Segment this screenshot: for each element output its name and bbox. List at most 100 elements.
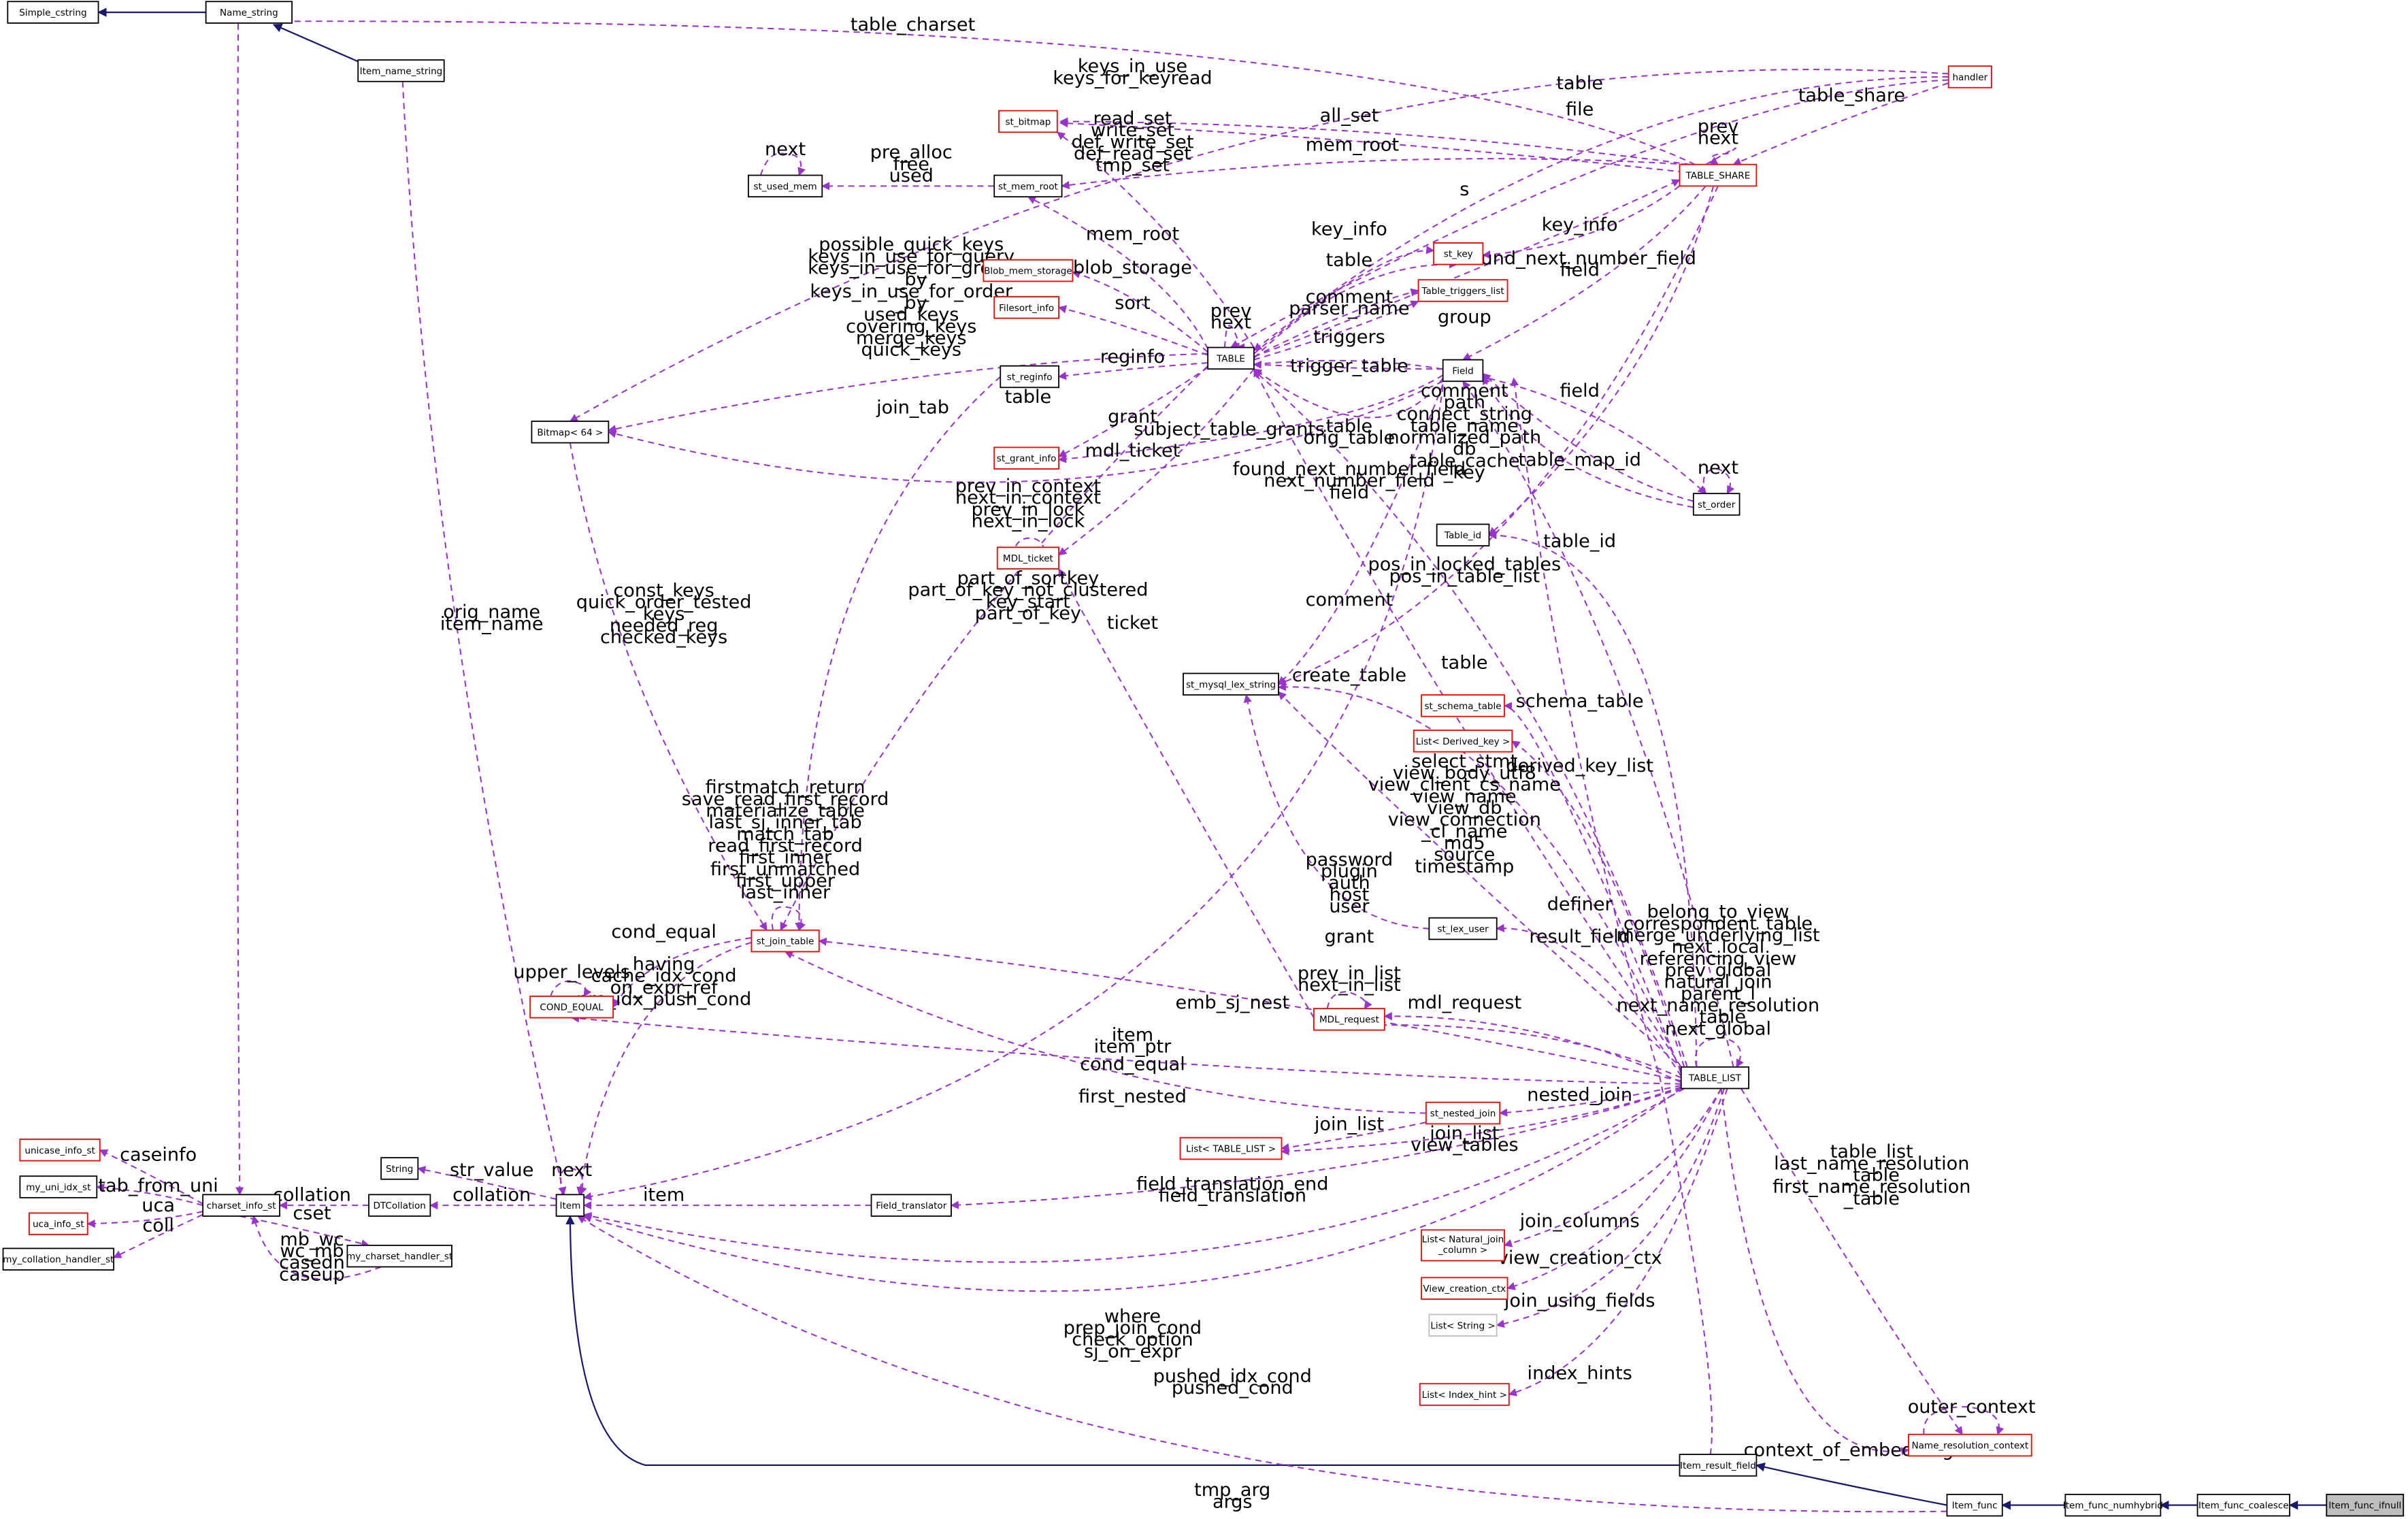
edge-label-line: read_set bbox=[1093, 108, 1172, 129]
member-edge bbox=[1506, 1088, 1722, 1290]
class-node-my-collation-handler-st[interactable]: my_collation_handler_st bbox=[2, 1247, 115, 1271]
edges-layer bbox=[86, 7, 2327, 1513]
edge-label-line: casedn bbox=[279, 1252, 345, 1273]
class-node-list-derived-key[interactable]: List< Derived_key > bbox=[1413, 730, 1513, 753]
class-node-uca-info-st[interactable]: uca_info_st bbox=[29, 1212, 88, 1235]
member-edge bbox=[1496, 924, 1682, 1077]
class-node-string[interactable]: String bbox=[380, 1157, 419, 1180]
edge-label-line: nested_join bbox=[1527, 1085, 1632, 1106]
edge-label-line: keys_in_use_for_group bbox=[808, 258, 1015, 279]
edge-label-line: having bbox=[633, 953, 695, 975]
class-node-mdl-ticket[interactable]: MDL_ticket bbox=[996, 546, 1059, 570]
class-node-field[interactable]: Field bbox=[1442, 359, 1484, 382]
edge-label-line: upper_levels bbox=[513, 962, 629, 983]
edge-label-triggers: triggers bbox=[1313, 327, 1385, 348]
class-node-list-table-list[interactable]: List< TABLE_LIST > bbox=[1179, 1137, 1283, 1160]
class-node-item-func-coalesce[interactable]: Item_func_coalesce bbox=[2196, 1493, 2291, 1517]
edge-label-line: comment bbox=[1306, 287, 1393, 308]
edge-label-join-columns: join_columns bbox=[1519, 1211, 1640, 1232]
class-node-bitmap64[interactable]: Bitmap< 64 > bbox=[531, 421, 610, 444]
class-node-mdl-request[interactable]: MDL_request bbox=[1313, 1008, 1385, 1031]
class-node-blob-mem-storage[interactable]: Blob_mem_storage bbox=[983, 259, 1074, 282]
class-node-charset-info-st[interactable]: charset_info_st bbox=[202, 1194, 280, 1217]
class-node-st-reginfo[interactable]: st_reginfo bbox=[1000, 365, 1059, 389]
edge-label-line: prev_in_list bbox=[1298, 963, 1401, 984]
class-node-st-mem-root[interactable]: st_mem_root bbox=[993, 174, 1063, 198]
edge-label-line: found_next_number_field bbox=[1463, 248, 1696, 270]
class-node-item-result-field[interactable]: Item_result_field bbox=[1679, 1454, 1758, 1477]
class-node-box bbox=[357, 59, 445, 82]
class-node-label: List< Natural_join_column > bbox=[1422, 1234, 1504, 1256]
class-node-list-index-hint[interactable]: List< Index_hint > bbox=[1419, 1383, 1510, 1406]
class-node-table-id[interactable]: Table_id bbox=[1436, 523, 1490, 546]
class-node-my-charset-handler-st[interactable]: my_charset_handler_st bbox=[346, 1244, 452, 1268]
class-node-item[interactable]: Item bbox=[555, 1194, 585, 1217]
class-node-filesort-info[interactable]: Filesort_info bbox=[993, 296, 1059, 319]
class-node-st-mysql-lex-string[interactable]: st_mysql_lex_string bbox=[1183, 672, 1279, 696]
class-node-item-func-ifnull[interactable]: Item_func_ifnull bbox=[2326, 1493, 2405, 1517]
class-node-st-nested-join[interactable]: st_nested_join bbox=[1425, 1101, 1501, 1125]
edge-label-line: trigger_table bbox=[1290, 356, 1408, 377]
edge-label-line: path bbox=[1444, 392, 1486, 413]
class-node-st-schema-table[interactable]: st_schema_table bbox=[1421, 694, 1505, 717]
edge-label-line: referencing_view bbox=[1640, 948, 1797, 969]
class-node-table-list[interactable]: TABLE_LIST bbox=[1680, 1066, 1750, 1090]
edge-label-line: table bbox=[1326, 250, 1373, 271]
class-node-st-lex-user[interactable]: st_lex_user bbox=[1428, 917, 1498, 941]
edge-label-line: view_tables bbox=[1411, 1134, 1519, 1156]
class-node-label: DTCollation bbox=[373, 1200, 425, 1211]
class-node-st-grant-info[interactable]: st_grant_info bbox=[993, 446, 1059, 470]
class-node-box bbox=[1421, 694, 1505, 717]
edge-label-line: item_ptr bbox=[1094, 1036, 1172, 1058]
edge-label-all-set: all_set bbox=[1320, 105, 1379, 126]
class-node-cond-equal[interactable]: COND_EQUAL bbox=[529, 995, 614, 1019]
class-node-item-func[interactable]: Item_func bbox=[1946, 1493, 2003, 1517]
class-node-name-resolution-context[interactable]: Name_resolution_context bbox=[1908, 1433, 2032, 1457]
edge-label-line: comment bbox=[1306, 589, 1393, 610]
edge-label-line: next_name_resolution bbox=[1617, 995, 1819, 1016]
class-node-label: my_collation_handler_st bbox=[3, 1254, 114, 1265]
class-node-st-join-table[interactable]: st_join_table bbox=[751, 929, 820, 953]
edge-label-line: mdl_ticket bbox=[1085, 440, 1181, 461]
edge-label-line: used bbox=[889, 165, 934, 186]
class-node-list-string[interactable]: List< String > bbox=[1428, 1313, 1498, 1337]
member-edge bbox=[1482, 185, 1681, 259]
edge-label-line: normalized_path bbox=[1387, 427, 1541, 448]
class-node-label: Blob_mem_storage bbox=[984, 266, 1072, 277]
class-node-handler[interactable]: handler bbox=[1947, 65, 1992, 88]
class-node-st-key[interactable]: st_key bbox=[1433, 242, 1484, 265]
class-node-box bbox=[380, 1157, 419, 1180]
edge-label-line: table_map_id bbox=[1518, 450, 1641, 471]
class-node-item-func-numhybrid[interactable]: Item_func_numhybrid bbox=[2063, 1493, 2163, 1517]
edge-label-line: table_charset bbox=[851, 14, 975, 35]
edge-label-line: args bbox=[1213, 1491, 1253, 1512]
class-node-field-translator[interactable]: Field_translator bbox=[870, 1194, 952, 1217]
class-node-simple-cstring[interactable]: Simple_cstring bbox=[7, 1, 99, 24]
class-node-unicase-info-st[interactable]: unicase_info_st bbox=[19, 1139, 101, 1162]
class-node-table-share[interactable]: TABLE_SHARE bbox=[1679, 163, 1758, 187]
class-node-list-natural-join-column[interactable]: List< Natural_join_column > bbox=[1421, 1229, 1505, 1262]
class-node-table-triggers-list[interactable]: Table_triggers_list bbox=[1417, 279, 1508, 302]
class-node-my-uni-idx-st[interactable]: my_uni_idx_st bbox=[19, 1175, 98, 1198]
class-node-name-string[interactable]: Name_string bbox=[205, 1, 293, 24]
class-node-st-order[interactable]: st_order bbox=[1692, 493, 1741, 516]
class-node-dtcollation[interactable]: DTCollation bbox=[368, 1194, 431, 1217]
member-edge bbox=[1277, 185, 1719, 686]
edge-label-line: first_nested bbox=[1078, 1086, 1187, 1107]
class-node-st-used-mem[interactable]: st_used_mem bbox=[747, 174, 823, 198]
class-node-st-bitmap[interactable]: st_bitmap bbox=[998, 110, 1058, 133]
member-edge bbox=[1057, 367, 1208, 457]
member-edge bbox=[1496, 1088, 1725, 1328]
class-node-item-name-string[interactable]: Item_name_string bbox=[357, 59, 445, 82]
edge-label-line: comment bbox=[1421, 380, 1508, 402]
class-node-box bbox=[19, 1175, 98, 1198]
class-node-table[interactable]: TABLE bbox=[1207, 346, 1255, 370]
member-edge bbox=[1383, 1012, 1682, 1083]
member-edge bbox=[1243, 693, 1430, 930]
class-node-view-creation-ctx[interactable]: View_creation_ctx bbox=[1421, 1277, 1508, 1300]
